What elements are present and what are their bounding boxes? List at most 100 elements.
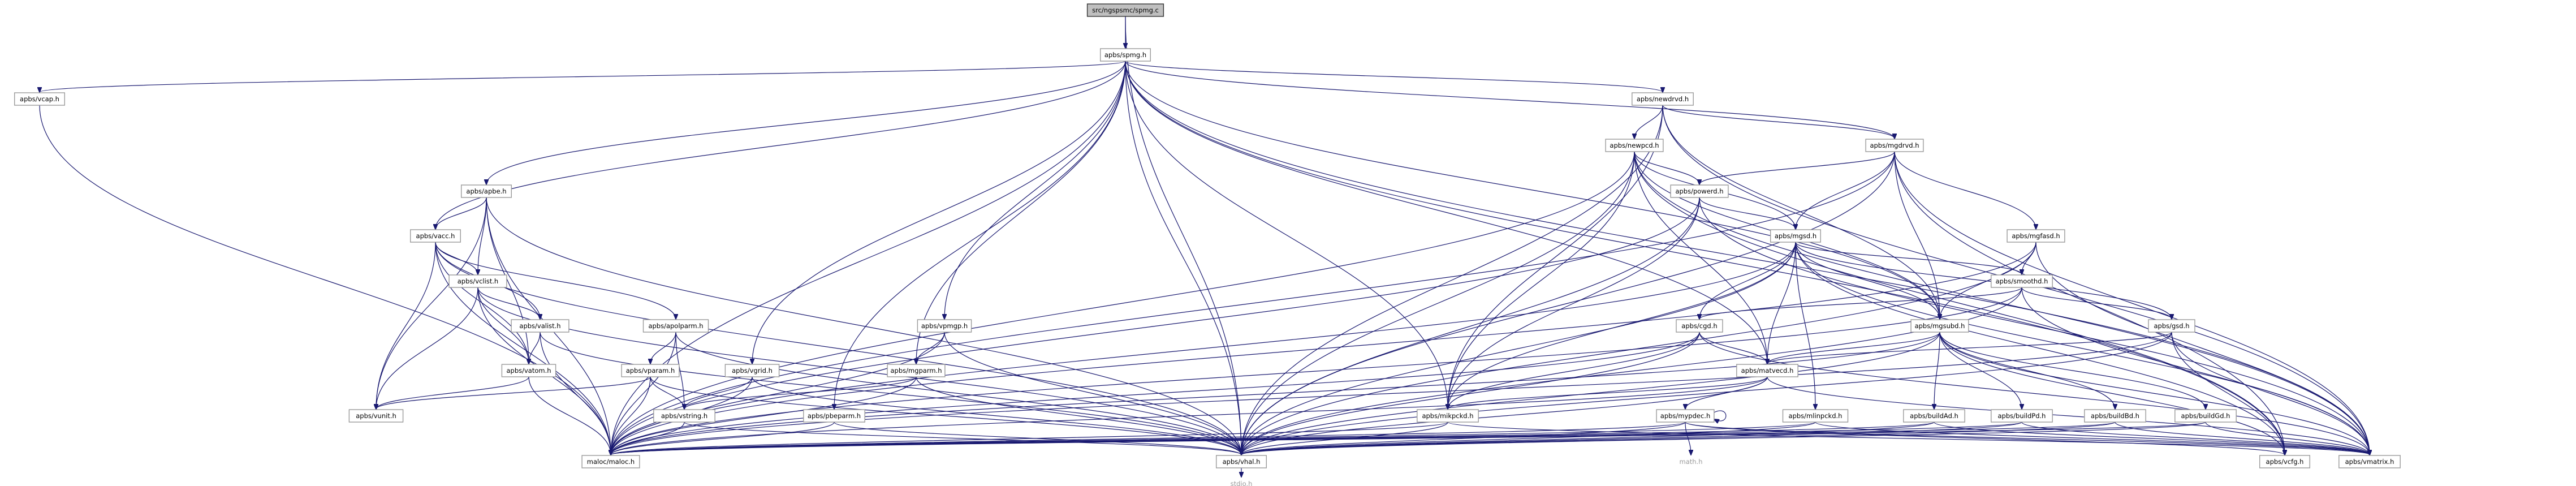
dependency-edge <box>1662 105 1895 139</box>
node-box <box>1086 3 1164 17</box>
node-label: apbs/vpmgp.h <box>921 322 968 330</box>
dependency-edge <box>684 376 753 409</box>
node-label: apbs/gsd.h <box>2154 322 2189 330</box>
node-box <box>2084 409 2146 423</box>
node-box <box>410 229 461 243</box>
graph-node-vparam-h[interactable]: apbs/vparam.h <box>621 364 680 377</box>
graph-node-newpcd-h[interactable]: apbs/newpcd.h <box>1605 139 1664 152</box>
graph-node-vclist-h[interactable]: apbs/vclist.h <box>448 274 507 288</box>
dependency-edge <box>916 61 1126 364</box>
graph-node-mgparm-h[interactable]: apbs/mgparm.h <box>887 364 946 377</box>
dependency-edge <box>611 332 1940 455</box>
dependency-edge <box>611 422 2206 455</box>
dependency-edge <box>478 197 487 274</box>
graph-node-vhal-h[interactable]: apbs/vhal.h <box>1215 455 1267 468</box>
graph-node-apbe-h[interactable]: apbs/apbe.h <box>461 184 512 198</box>
graph-node-powerd-h[interactable]: apbs/powerd.h <box>1670 184 1729 198</box>
graph-node-vmatrix-h[interactable]: apbs/vmatrix.h <box>2338 455 2401 468</box>
node-box <box>1736 364 1798 377</box>
dependency-edge <box>611 422 1448 455</box>
node-box <box>1770 229 1821 243</box>
graph-node-vatom-h[interactable]: apbs/vatom.h <box>501 364 556 377</box>
node-box <box>642 319 709 333</box>
node-box <box>1865 139 1924 152</box>
graph-node-sparse-h[interactable]: apbs/spmg.h <box>1099 48 1151 62</box>
node-box <box>1417 409 1479 423</box>
dependency-edge <box>477 287 540 319</box>
dependency-edge <box>611 61 1126 455</box>
graph-node-mypdec-h[interactable]: apbs/mypdec.h <box>1656 409 1715 423</box>
node-label: math.h <box>1680 458 1703 466</box>
dependency-edge <box>435 242 611 455</box>
dependency-edge <box>1939 332 2115 409</box>
node-box <box>2338 455 2401 468</box>
node-label: apbs/apolparm.h <box>648 322 703 330</box>
node-box <box>2148 319 2195 333</box>
graph-node-pbeparm-h[interactable]: apbs/pbeparm.h <box>803 409 865 423</box>
graph-node-gsd-h[interactable]: apbs/gsd.h <box>2148 319 2195 333</box>
dependency-edge <box>611 332 1700 455</box>
graph-node-valist-h[interactable]: apbs/valist.h <box>511 319 569 333</box>
dependency-edge <box>435 242 1241 455</box>
dependency-edge <box>1448 151 1635 409</box>
dependency-edge <box>1634 151 2285 455</box>
graph-node-smoothd-h[interactable]: apbs/smoothd.h <box>1991 274 2053 288</box>
dependency-edge <box>40 61 1126 92</box>
node-box <box>2174 409 2237 423</box>
graph-node-mikpckd-h[interactable]: apbs/mikpckd.h <box>1417 409 1479 423</box>
graph-node-math-h[interactable]: math.h <box>1675 455 1707 468</box>
graph-node-buildAd-h[interactable]: apbs/buildAd.h <box>1903 409 1965 423</box>
dependency-edge <box>1125 61 1895 139</box>
dependency-edge <box>611 332 945 455</box>
dependency-edge <box>1767 242 1796 364</box>
dependency-edge <box>486 197 1241 455</box>
dependency-edge <box>1767 376 2370 455</box>
dependency-edge <box>1894 151 1940 319</box>
graph-node-buildBd-h[interactable]: apbs/buildBd.h <box>2084 409 2146 423</box>
graph-node-vunit-h[interactable]: apbs/vunit.h <box>348 409 404 423</box>
dependency-edge <box>611 287 2022 455</box>
node-label: apbs/buildAd.h <box>1910 412 1958 420</box>
dependency-edge <box>1795 242 2285 455</box>
graph-node-mgsd-h[interactable]: apbs/mgsd.h <box>1770 229 1821 243</box>
graph-node-apolparm-h[interactable]: apbs/apolparm.h <box>642 319 709 333</box>
dependency-edge <box>1685 422 2370 455</box>
graph-node-mgfasd-h[interactable]: apbs/mgfasd.h <box>2007 229 2065 243</box>
node-label: apbs/newdrvd.h <box>1637 95 1689 103</box>
graph-node-maloc-h[interactable]: maloc/maloc.h <box>581 455 640 468</box>
dependency-edge <box>611 332 2172 455</box>
graph-node-stdio-h[interactable]: stdio.h <box>1224 478 1259 486</box>
graph-node-vstring-h[interactable]: apbs/vstring.h <box>653 409 715 423</box>
dependency-edge <box>1939 332 2206 409</box>
graph-node-buildGd-h[interactable]: apbs/buildGd.h <box>2174 409 2237 423</box>
dependency-edge <box>611 422 685 455</box>
graph-node-vcap-h[interactable]: apbs/vcap.h <box>14 92 65 106</box>
dependency-edge <box>1241 422 1935 455</box>
graph-node-mlinpckd-h[interactable]: apbs/mlinpckd.h <box>1782 409 1849 423</box>
graph-node-vacc-h[interactable]: apbs/vacc.h <box>410 229 461 243</box>
graph-node-mgsubd-h[interactable]: apbs/mgsubd.h <box>1910 319 1969 333</box>
graph-node-newdrvd-h[interactable]: apbs/newdrvd.h <box>1632 92 1694 106</box>
graph-node-buildPd-h[interactable]: apbs/buildPd.h <box>1991 409 2053 423</box>
dependency-edge <box>1714 410 1727 421</box>
graph-node-matvecd-h[interactable]: apbs/matvecd.h <box>1736 364 1798 377</box>
graph-node-root[interactable]: src/ngspsmc/spmg.c <box>1086 3 1164 17</box>
graph-node-mgdrvd-h[interactable]: apbs/mgdrvd.h <box>1865 139 1924 152</box>
node-label: apbs/vatom.h <box>506 367 551 375</box>
graph-node-cgd-h[interactable]: apbs/cgd.h <box>1676 319 1723 333</box>
dependency-edge <box>1795 242 2172 319</box>
node-box <box>1670 184 1729 198</box>
dependency-edge <box>1125 61 1448 409</box>
graph-node-vpmgp-h[interactable]: apbs/vpmgp.h <box>917 319 972 333</box>
dependency-edge <box>1634 151 1767 364</box>
node-label: src/ngspsmc/spmg.c <box>1092 6 1159 14</box>
graph-node-vcfg-h[interactable]: apbs/vcfg.h <box>2259 455 2310 468</box>
dependency-edge <box>1796 151 1895 229</box>
dependency-edge <box>611 151 1895 455</box>
dependency-edge <box>477 287 1241 455</box>
dependency-edge <box>1634 105 1663 139</box>
node-label: apbs/vmatrix.h <box>2345 458 2394 466</box>
graph-node-vgrid-h[interactable]: apbs/vgrid.h <box>724 364 780 377</box>
dependency-edge <box>39 105 611 455</box>
dependency-edge <box>611 242 2036 455</box>
